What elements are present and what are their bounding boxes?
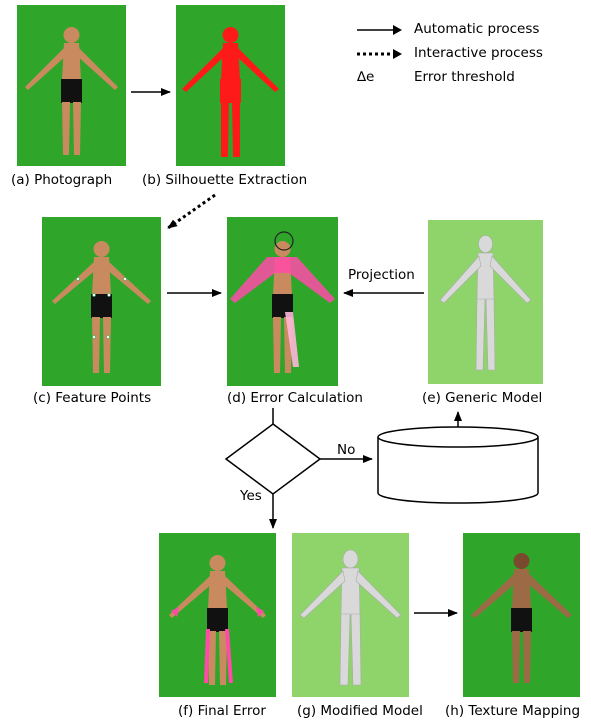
modified-model-figure [292,533,409,697]
error-calculation-panel [227,217,338,386]
generic-model-panel [428,220,543,384]
no-label: No [337,442,355,458]
silhouette-panel [176,5,285,166]
caption-e: (e) Generic Model [422,390,542,406]
caption-g: (g) Modified Model [297,703,423,719]
legend-interactive: Interactive process [414,45,543,61]
yes-label: Yes [240,488,262,504]
textured-figure [463,533,580,697]
feature-figure [42,217,161,386]
caption-a: (a) Photograph [11,172,112,188]
legend-threshold: Error threshold [414,69,515,85]
pca-line1: PCA search and modify [376,453,540,472]
projection-label: Projection [348,267,415,283]
error-figure [227,217,338,386]
decision-label: Error<∆e [224,450,320,469]
pca-line2: the template model [376,472,540,491]
photograph-panel [17,5,126,166]
caption-b: (b) Silhouette Extraction [142,172,307,188]
caption-d: (d) Error Calculation [227,390,363,406]
caption-f: (f) Final Error [178,703,266,719]
legend-automatic: Automatic process [414,21,539,37]
final-error-panel [159,533,276,697]
generic-model-figure [428,220,543,384]
caption-h: (h) Texture Mapping [445,703,580,719]
person-figure [17,5,126,166]
silhouette-figure [176,5,285,166]
texture-mapping-panel [463,533,580,697]
caption-c: (c) Feature Points [33,390,151,406]
final-error-figure [159,533,276,697]
modified-model-panel [292,533,409,697]
legend-threshold-symbol: ∆e [357,69,374,85]
feature-points-panel [42,217,161,386]
